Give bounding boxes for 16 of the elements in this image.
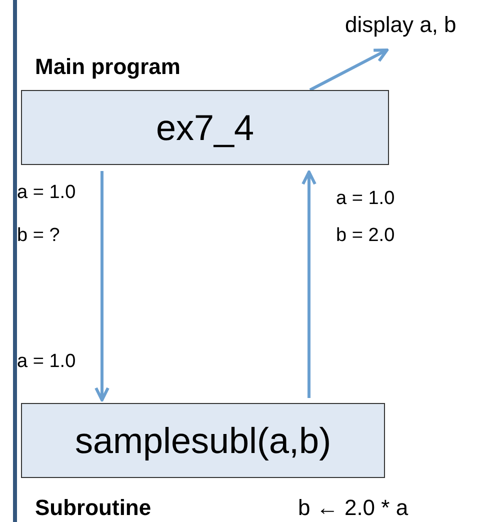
process-box [21,90,389,165]
output-text: display a, b [345,14,456,36]
value-note: b = ? [17,226,60,245]
box-label: ex7_4 [156,106,254,148]
arrow [94,171,110,402]
box-caption: Subroutine [35,497,152,519]
process-box [21,403,385,478]
value-note: a = 1.0 [17,183,76,202]
value-note: a = 1.0 [17,352,76,371]
value-note: b = 2.0 [336,226,395,245]
value-note: a = 1.0 [336,189,395,208]
arrow [309,48,388,92]
box-label: samplesubl(a,b) [74,420,332,462]
arrow [302,170,316,398]
box-heading: Main program [35,56,180,78]
formula-note: b ← 2.0 * a [298,497,408,519]
